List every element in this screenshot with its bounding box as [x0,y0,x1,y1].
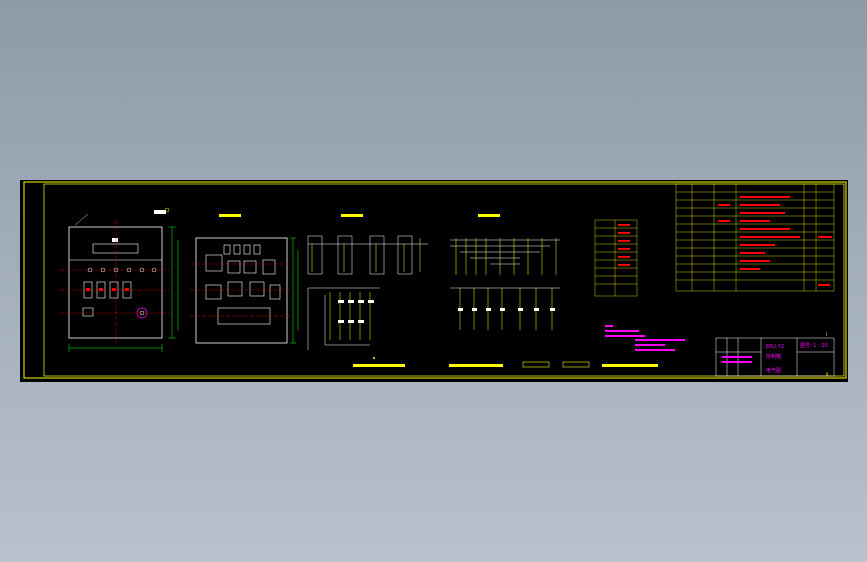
technical-notes [605,325,685,351]
cabinet-front-view [60,207,179,352]
sheet-label: 电气图 [766,367,781,374]
drawing-code: EKU-72 [766,344,784,350]
sheet-outer-frame [23,181,847,379]
parts-list-table [675,183,835,292]
cad-drawing-sheet[interactable]: EKU-72 控制箱 电气图 图号: 1 : 20 Ⅰ Ⅱ [20,180,848,382]
sheet-inner-frame [43,183,845,377]
corner-mark-2: Ⅱ [826,372,828,377]
main-circuit-view [449,214,658,368]
drawing-name: 控制箱 [766,353,781,360]
title-block: EKU-72 控制箱 电气图 图号: 1 : 20 Ⅰ Ⅱ [715,332,835,377]
panel-layout-view [190,214,299,344]
corner-mark-1: Ⅰ [826,332,827,337]
control-circuit-view [307,214,428,367]
drawing-svg: EKU-72 控制箱 电气图 图号: 1 : 20 Ⅰ Ⅱ [23,181,847,379]
scale-label: 图号: 1 : 20 [800,343,828,349]
component-list-table [594,219,638,297]
